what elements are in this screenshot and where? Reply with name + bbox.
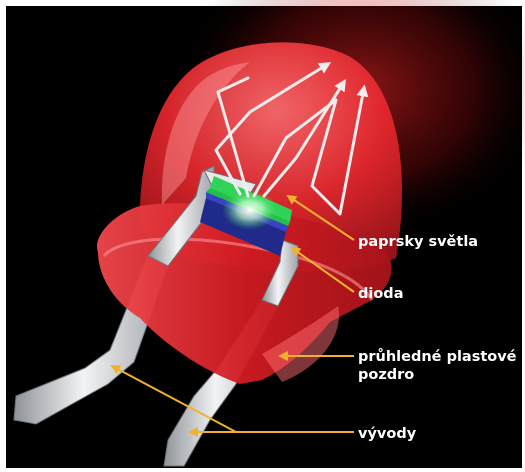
label-diode: dioda	[358, 285, 403, 303]
label-light-rays: paprsky světla	[358, 233, 478, 251]
label-leads: vývody	[358, 425, 416, 443]
label-casing-line1: průhledné plastové	[358, 348, 517, 366]
label-casing: průhledné plastové pozdro	[358, 348, 517, 384]
chip-glow	[222, 190, 278, 230]
label-casing-line2: pozdro	[358, 366, 517, 384]
